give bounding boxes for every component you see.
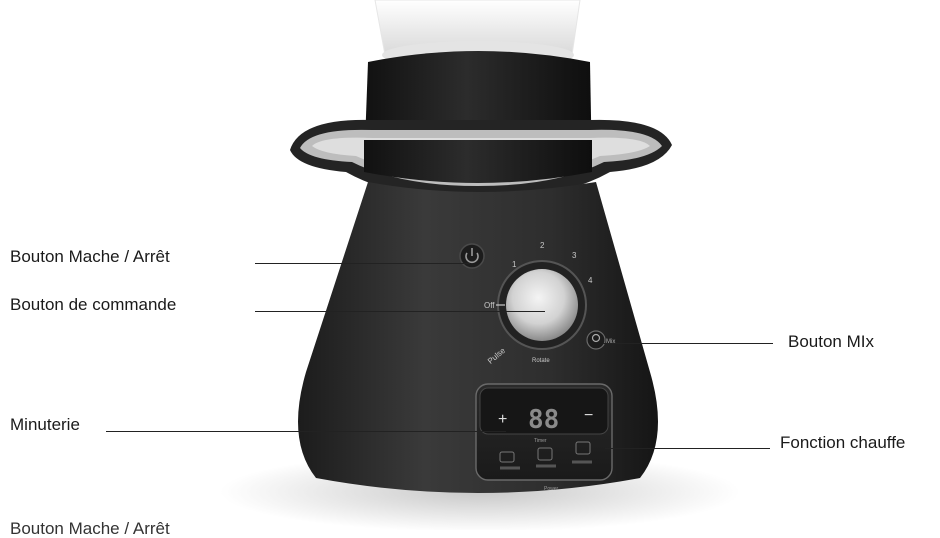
dial-mark-4: 4	[588, 276, 593, 285]
leader-line-control	[255, 311, 545, 312]
mix-caption: Mix	[606, 339, 615, 345]
dial-mark-2: 2	[540, 241, 545, 250]
power-button[interactable]	[460, 244, 484, 268]
label-mix-button: Bouton MIx	[788, 333, 874, 350]
dial-rotate: Rotate	[532, 358, 550, 364]
control-panel: + 88 − Timer Power	[476, 384, 612, 492]
label-cut-off-bottom: Bouton Mache / Arrêt	[10, 520, 170, 537]
label-timer: Minuterie	[10, 416, 80, 433]
timer-minus[interactable]: −	[584, 407, 593, 424]
dial-mark-3: 3	[572, 251, 577, 260]
timer-plus[interactable]: +	[498, 411, 507, 428]
control-knob[interactable]	[498, 261, 586, 349]
label-heat-function: Fonction chauffe	[780, 434, 905, 451]
timer-display: 88	[528, 405, 559, 435]
leader-line-power	[255, 263, 470, 264]
leader-line-heat	[605, 448, 770, 449]
label-control-knob: Bouton de commande	[10, 296, 176, 313]
leader-line-mix	[603, 343, 773, 344]
dial-off: Off	[484, 301, 495, 310]
power-caption: Power	[544, 486, 559, 492]
label-power-button: Bouton Mache / Arrêt	[10, 248, 170, 265]
leader-line-timer	[106, 431, 506, 432]
timer-caption: Timer	[534, 438, 547, 444]
dial-mark-1: 1	[512, 260, 517, 269]
